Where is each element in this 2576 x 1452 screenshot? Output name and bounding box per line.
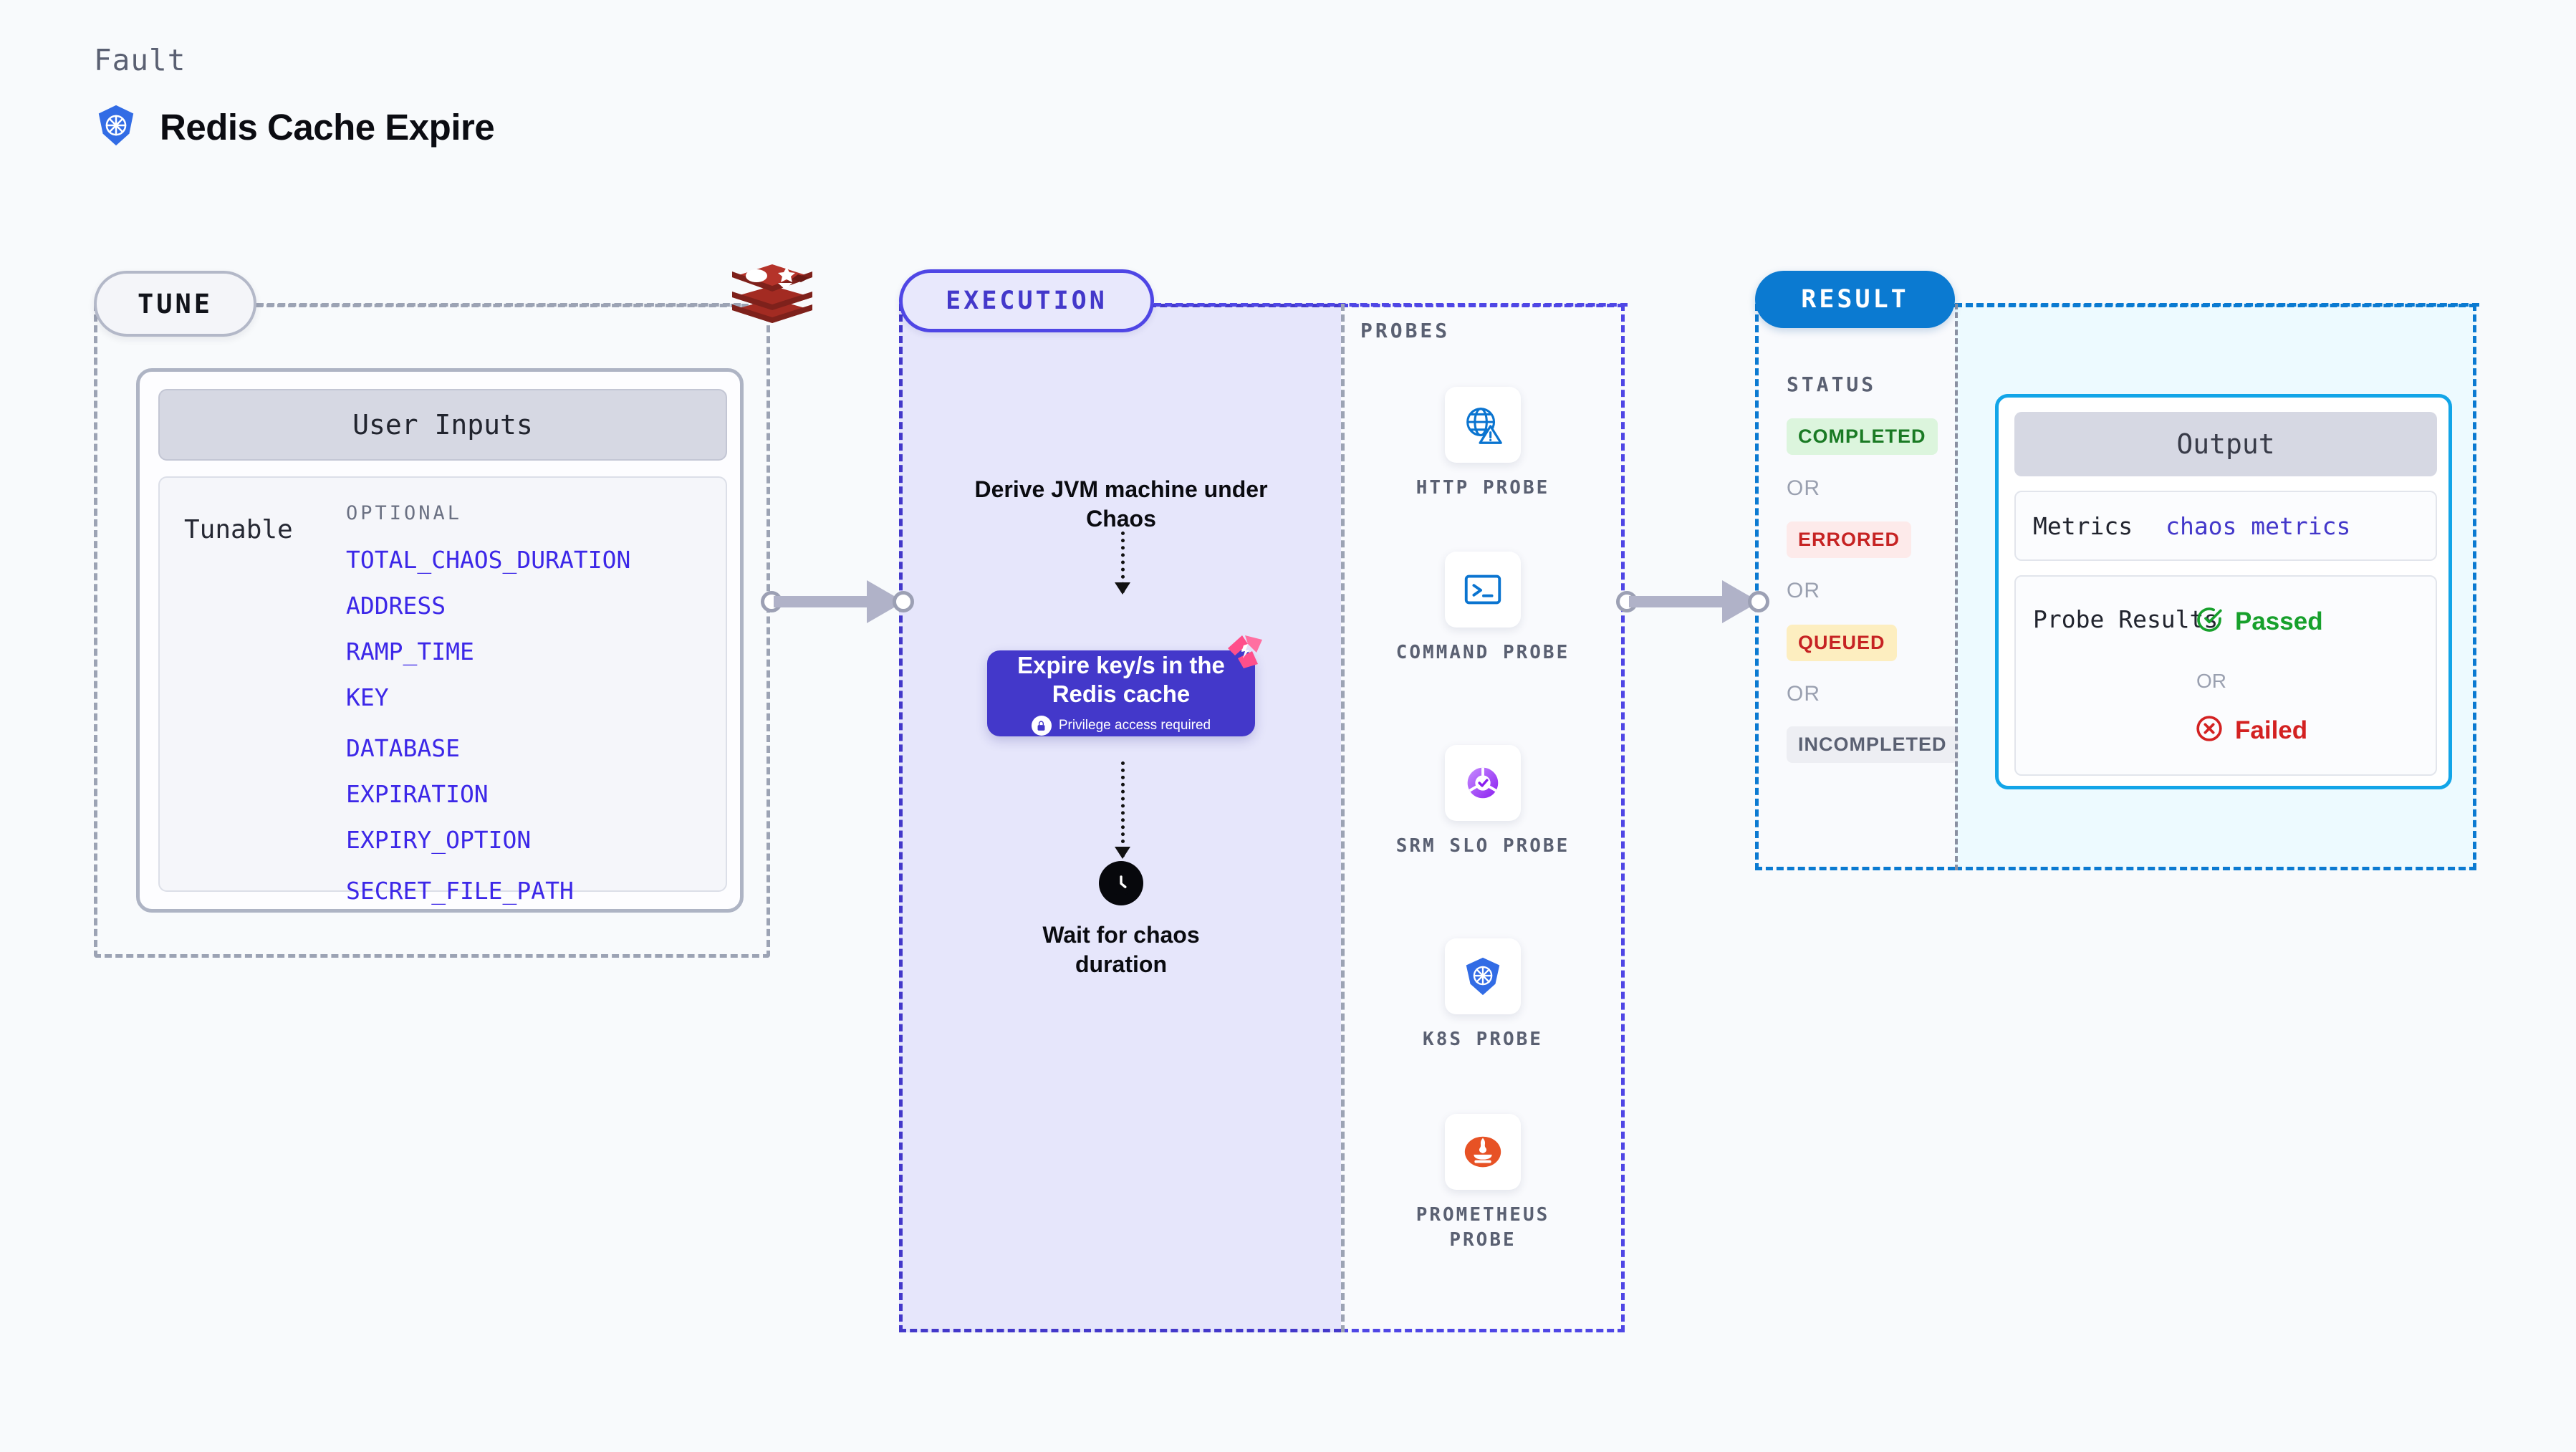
or-separator: OR xyxy=(1787,579,1820,602)
result-status-panel xyxy=(1755,304,1955,870)
or-separator: OR xyxy=(1787,476,1820,500)
probe-results-label: Probe Results xyxy=(2033,605,2219,633)
tune-connector-line xyxy=(256,303,741,307)
metrics-row: Metrics chaos metrics xyxy=(2014,491,2437,561)
probe-label: PROMETHEUS PROBE xyxy=(1416,1204,1550,1251)
flow-arrow-action-to-wait xyxy=(1115,761,1130,859)
tunable-list: OPTIONAL TOTAL_CHAOS_DURATION ADDRESS RA… xyxy=(346,502,630,923)
arrow-end-endpoint xyxy=(1748,591,1769,612)
slo-gauge-icon xyxy=(1445,745,1521,821)
user-inputs-card: User Inputs Tunable OPTIONAL TOTAL_CHAOS… xyxy=(136,368,744,913)
check-circle-icon xyxy=(2195,605,2224,638)
action-card-title: Expire key/s in the Redis cache xyxy=(1017,651,1225,707)
probe-label: HTTP PROBE xyxy=(1416,477,1550,499)
optional-label: OPTIONAL xyxy=(346,502,463,524)
metrics-label: Metrics xyxy=(2033,511,2133,540)
tunable-item[interactable]: KEY xyxy=(346,683,389,711)
probe-label: COMMAND PROBE xyxy=(1395,642,1570,663)
probe-http[interactable]: HTTP PROBE xyxy=(1390,387,1576,501)
privilege-row: Privilege access required xyxy=(1031,716,1211,736)
probes-title: PROBES xyxy=(1360,319,1451,342)
execution-panel xyxy=(899,304,1341,1332)
or-separator: OR xyxy=(2196,670,2226,692)
tunable-box: Tunable OPTIONAL TOTAL_CHAOS_DURATION AD… xyxy=(158,476,727,905)
passed-label: Passed xyxy=(2235,607,2323,635)
arrow-end-endpoint xyxy=(893,591,914,612)
probe-result-passed: Passed xyxy=(2195,605,2323,638)
execution-to-result-arrow xyxy=(1616,580,1769,623)
tunable-item[interactable]: TOTAL_CHAOS_DURATION xyxy=(346,546,631,574)
probe-results-row: Probe Results Passed OR Failed xyxy=(2014,575,2437,776)
privilege-note: Privilege access required xyxy=(1058,718,1211,734)
clock-icon xyxy=(1099,861,1143,905)
execution-probes-divider xyxy=(1341,304,1345,1332)
tunable-item[interactable]: EXPIRY_OPTION xyxy=(346,826,532,854)
action-card[interactable]: Expire key/s in the Redis cache Privileg… xyxy=(987,650,1255,736)
arrow-shaft xyxy=(774,596,881,607)
status-title: STATUS xyxy=(1787,372,1877,396)
probe-prometheus[interactable]: PROMETHEUS PROBE xyxy=(1390,1114,1576,1253)
probe-label: K8S PROBE xyxy=(1423,1029,1543,1050)
tunable-label: Tunable xyxy=(184,515,293,544)
page-title: Redis Cache Expire xyxy=(160,107,495,148)
kubernetes-icon xyxy=(94,103,138,151)
tunable-item[interactable]: DATABASE xyxy=(346,734,460,762)
x-circle-icon xyxy=(2195,714,2224,746)
result-stage-pill[interactable]: RESULT xyxy=(1755,271,1955,328)
probe-result-failed: Failed xyxy=(2195,714,2307,746)
metrics-value[interactable]: chaos metrics xyxy=(2166,511,2351,540)
prometheus-icon xyxy=(1445,1114,1521,1190)
status-badge-completed: COMPLETED xyxy=(1787,418,1938,455)
step-derive-label: Derive JVM machine under Chaos xyxy=(974,476,1268,532)
tunable-item[interactable]: ADDRESS xyxy=(346,592,446,620)
kubernetes-icon xyxy=(1445,938,1521,1014)
tunable-item[interactable]: SECRET_FILE_PATH xyxy=(346,877,574,905)
tunable-item[interactable]: EXPIRATION xyxy=(346,780,489,808)
tune-to-execution-arrow xyxy=(761,580,914,623)
result-divider xyxy=(1955,304,1958,870)
status-badge-queued: QUEUED xyxy=(1787,625,1897,661)
status-badge-incompleted: INCOMPLETED xyxy=(1787,726,1959,763)
probe-k8s[interactable]: K8S PROBE xyxy=(1390,938,1576,1052)
execution-connector-line xyxy=(1154,303,1628,307)
page-header: Fault Redis Cache Expire xyxy=(94,43,495,151)
failed-label: Failed xyxy=(2235,716,2308,744)
arrow-shaft xyxy=(1629,596,1736,607)
tunable-item[interactable]: RAMP_TIME xyxy=(346,638,474,665)
redis-logo xyxy=(726,254,818,335)
probe-command[interactable]: COMMAND PROBE xyxy=(1390,552,1576,665)
globe-warning-icon xyxy=(1445,387,1521,463)
output-header: Output xyxy=(2014,412,2437,476)
step-wait-label: Wait for chaos duration xyxy=(1042,922,1200,977)
tune-stage-pill[interactable]: TUNE xyxy=(94,271,256,337)
lock-icon xyxy=(1031,716,1052,736)
status-badge-errored: ERRORED xyxy=(1787,521,1912,558)
flow-arrow-derive-to-action xyxy=(1115,532,1130,595)
execution-stage-pill[interactable]: EXECUTION xyxy=(899,269,1154,332)
title-row: Redis Cache Expire xyxy=(94,103,495,151)
terminal-icon xyxy=(1445,552,1521,628)
result-connector-line xyxy=(1955,303,2479,307)
user-inputs-header: User Inputs xyxy=(158,389,727,461)
or-separator: OR xyxy=(1787,682,1820,706)
probe-srm-slo[interactable]: SRM SLO PROBE xyxy=(1390,745,1576,859)
litmus-icon xyxy=(1226,634,1265,670)
eyebrow-label: Fault xyxy=(94,43,186,77)
probe-label: SRM SLO PROBE xyxy=(1395,835,1570,857)
output-card: Output Metrics chaos metrics Probe Resul… xyxy=(1995,394,2452,789)
